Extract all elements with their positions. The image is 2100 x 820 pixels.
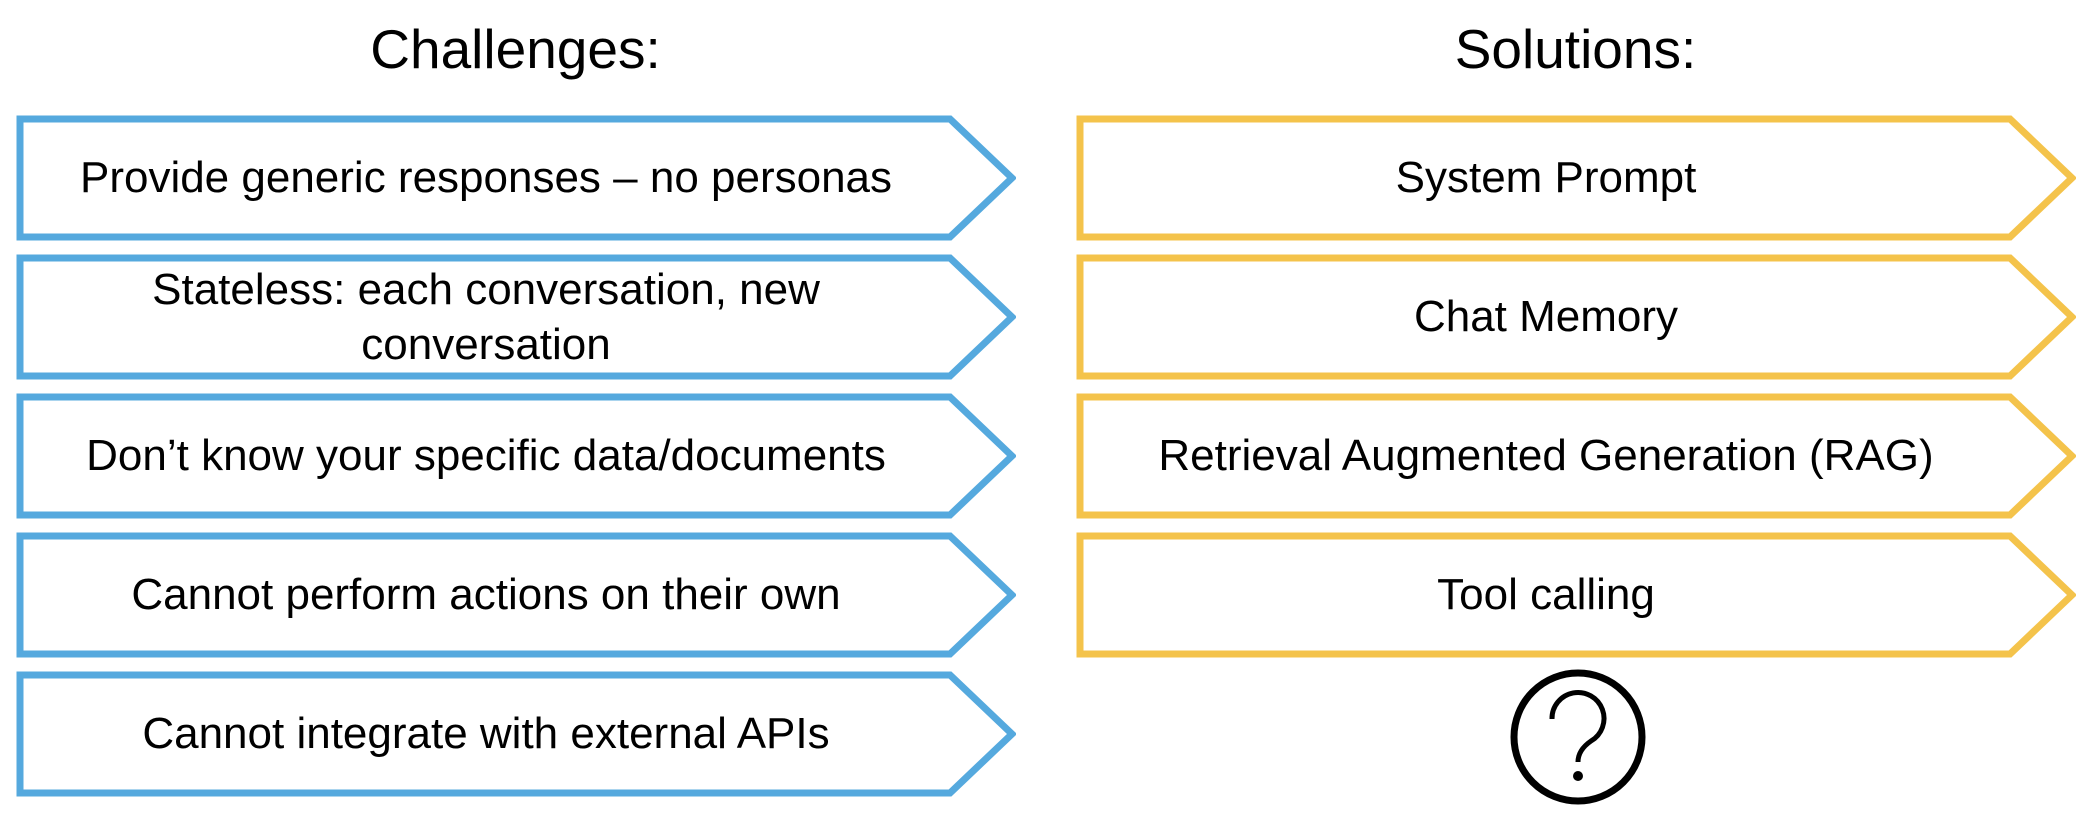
solution-arrow-2: Chat Memory [1076,254,2076,380]
challenge-arrow-5: Cannot integrate with external APIs [16,671,1016,797]
challenge-arrow-1: Provide generic responses – no personas [16,115,1016,241]
chevron-shape [16,393,1016,519]
solution-arrow-4: Tool calling [1076,532,2076,658]
challenge-arrow-4: Cannot perform actions on their own [16,532,1016,658]
solution-arrow-2-label: Chat Memory [1413,292,1679,342]
challenges-title: Challenges: [370,18,661,80]
chevron-shape [1076,115,2076,241]
challenge-arrow-1-label: Provide generic responses – no personas [79,153,893,203]
chevron-shape [16,671,1016,797]
solution-arrow-3-label: Retrieval Augmented Generation (RAG) [1158,431,1934,481]
chevron-shape [16,254,1016,380]
challenge-arrow-3: Don’t know your specific data/documents [16,393,1016,519]
chevron-shape [1076,254,2076,380]
chevron-shape [16,115,1016,241]
challenge-arrow-5-label: Cannot integrate with external APIs [142,709,830,759]
challenge-arrow-2: Stateless: each conversation, new conver… [16,254,1016,380]
solution-arrow-4-label: Tool calling [1437,570,1655,620]
chevron-shape [1076,532,2076,658]
solution-arrow-1-label: System Prompt [1395,153,1697,203]
challenge-arrow-2-label: Stateless: each conversation, new conver… [152,264,820,369]
chevron-shape [16,532,1016,658]
challenge-arrow-4-label: Cannot perform actions on their own [131,570,841,620]
solution-arrow-1: System Prompt [1076,115,2076,241]
solutions-title: Solutions: [1454,18,1697,80]
solution-arrow-3: Retrieval Augmented Generation (RAG) [1076,393,2076,519]
challenge-arrow-3-label: Don’t know your specific data/documents [86,431,886,481]
question-mark-circle-icon [1498,657,1658,817]
chevron-shape [1076,393,2076,519]
